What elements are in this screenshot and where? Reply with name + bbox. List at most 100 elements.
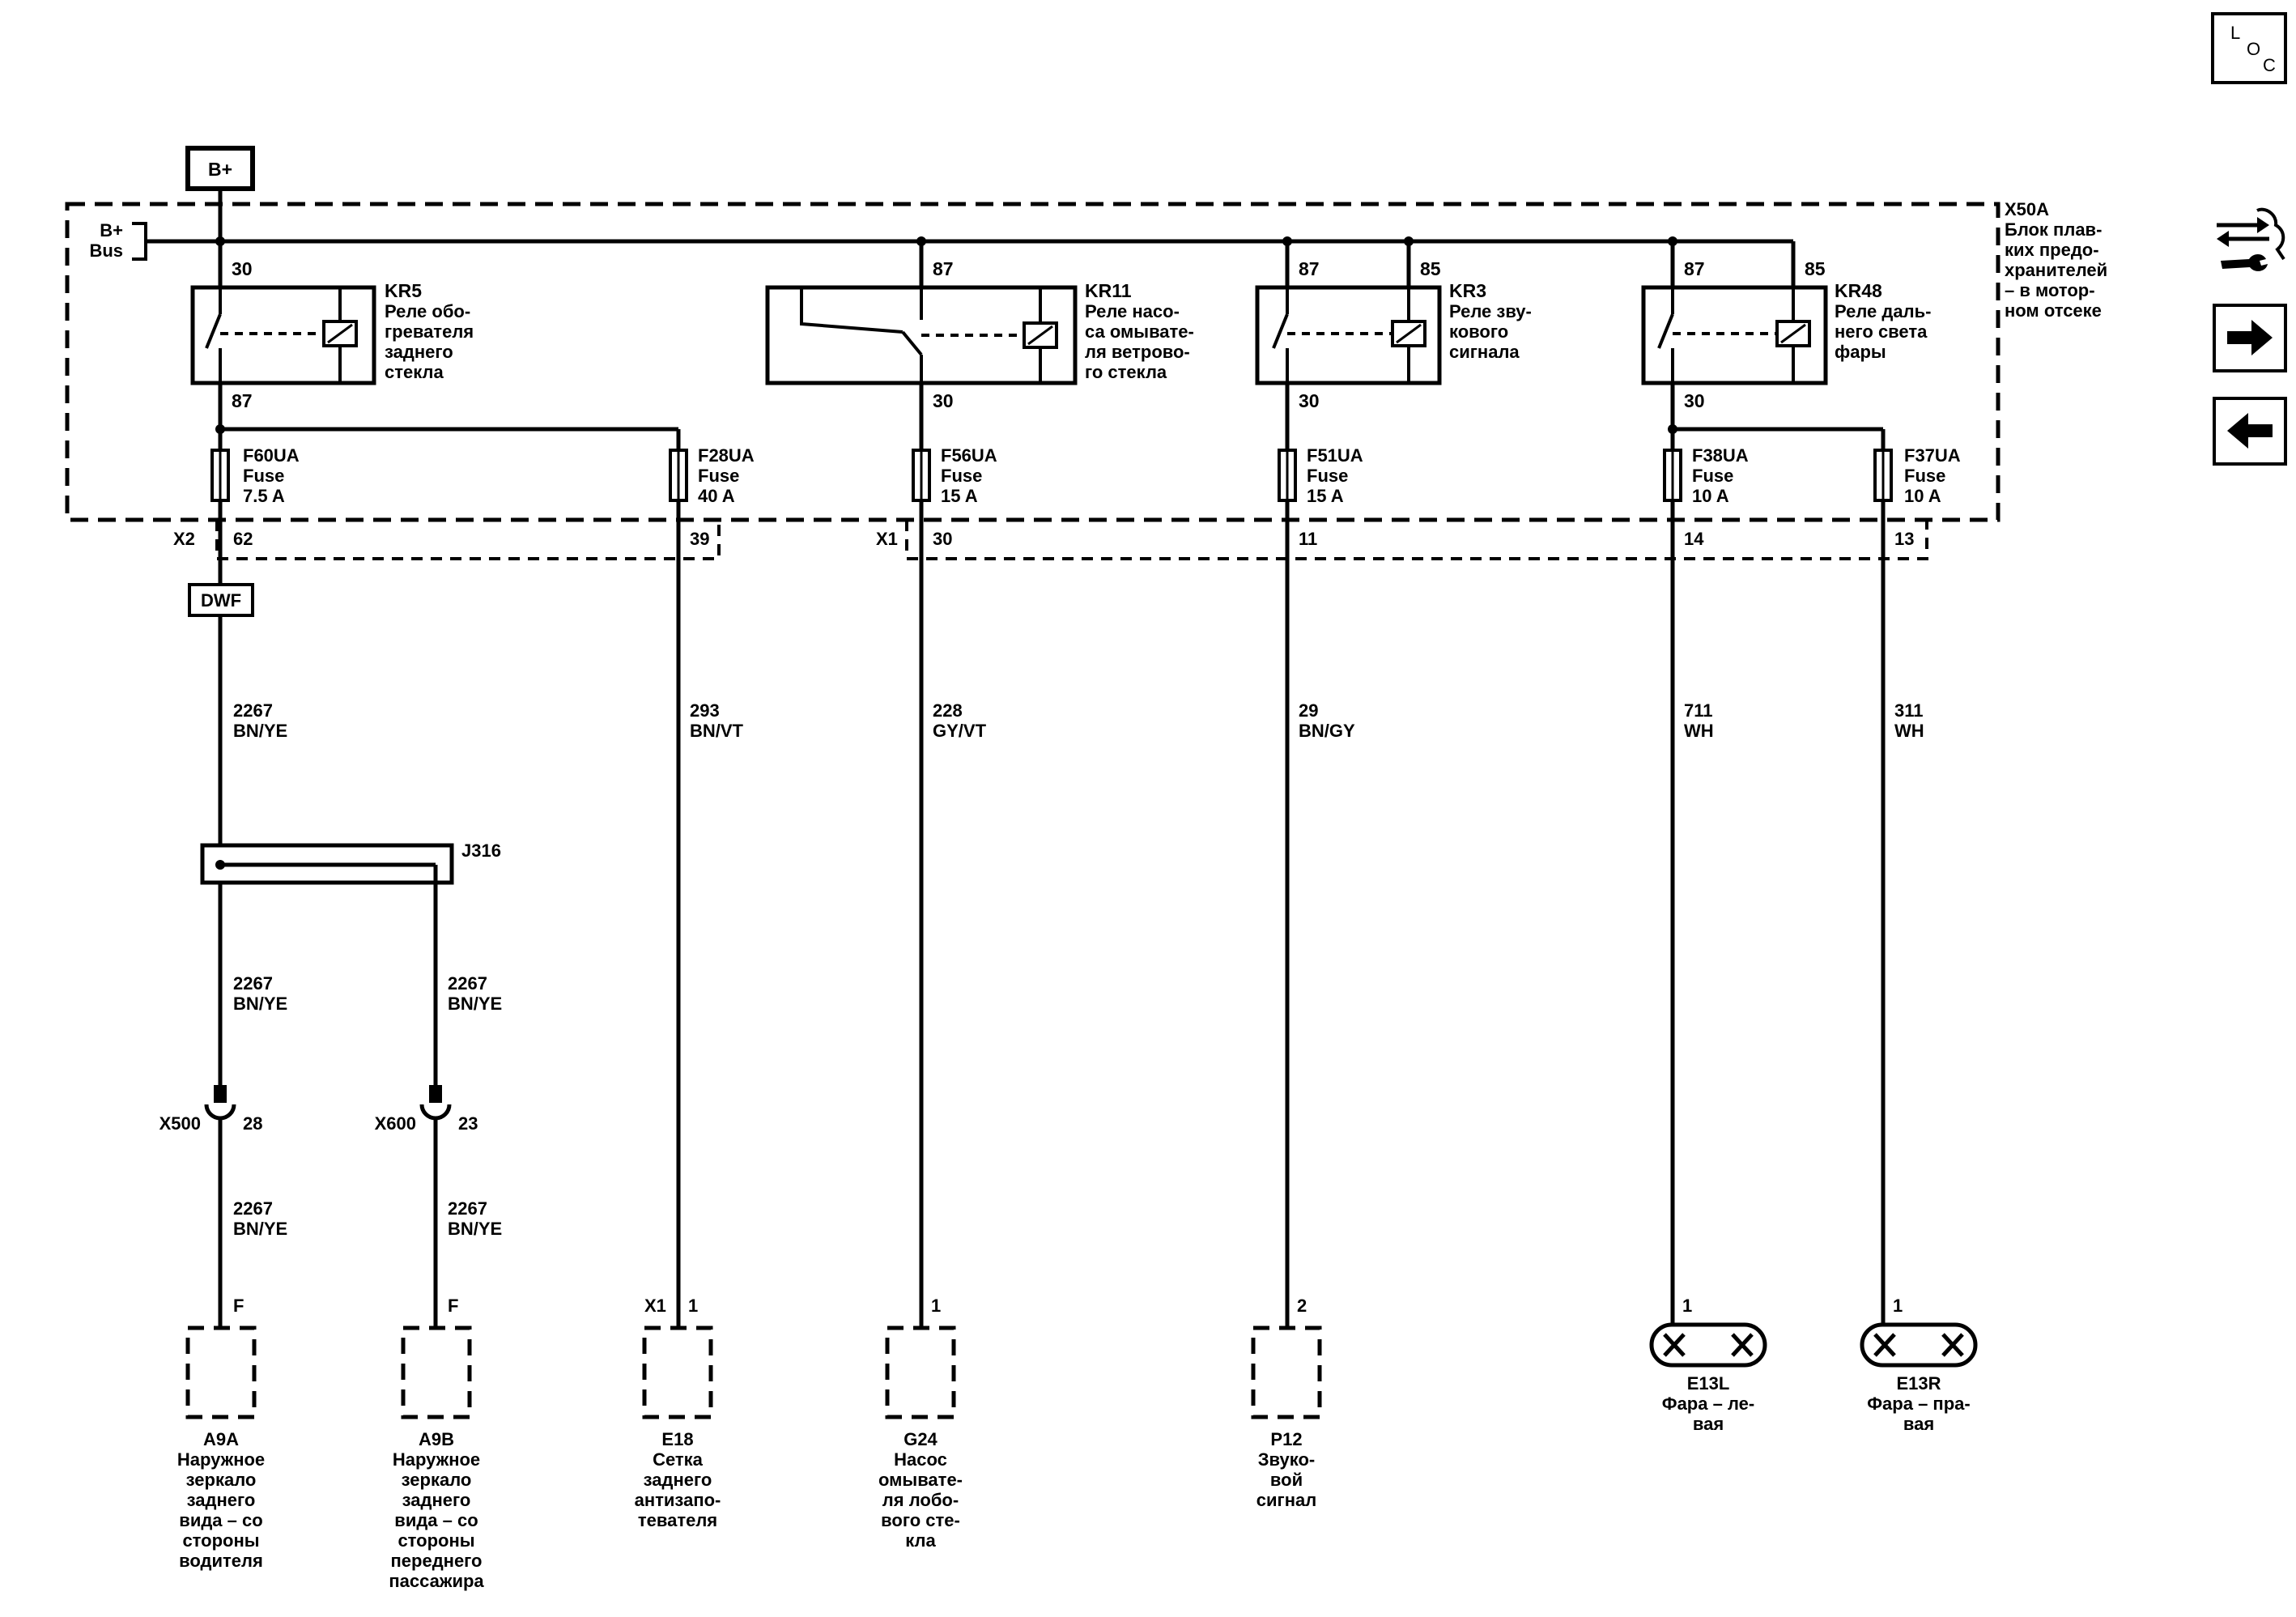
fuse-f37ua-id: F37UA bbox=[1904, 445, 1961, 466]
component-a9b bbox=[401, 1326, 472, 1419]
kr11-switch-blade bbox=[901, 330, 923, 356]
e18-pin: 1 bbox=[688, 1296, 698, 1316]
fuse-f28ua-id: F28UA bbox=[698, 445, 755, 466]
e13l-pin: 1 bbox=[1682, 1296, 1692, 1316]
relay-kr11-desc: са омывате- bbox=[1085, 321, 1194, 342]
a9b-desc: переднего bbox=[391, 1551, 483, 1571]
kr11-pin-in: 87 bbox=[933, 258, 954, 279]
relay-kr5-desc: гревателя bbox=[385, 321, 474, 342]
splice-label: J316 bbox=[461, 840, 501, 861]
connector-x1-label: X1 bbox=[876, 529, 898, 549]
wire-label-color: BN/YE bbox=[233, 1219, 287, 1239]
arrow-right-icon bbox=[2227, 320, 2273, 355]
connector-x1-outline bbox=[905, 520, 1928, 560]
a9a-id: A9A bbox=[203, 1429, 239, 1449]
e13l-desc: вая bbox=[1693, 1414, 1724, 1434]
relay-kr5-id: KR5 bbox=[385, 280, 422, 301]
kr3-pin-ctrl: 85 bbox=[1420, 258, 1441, 279]
fuse-f28ua-rating: 40 A bbox=[698, 486, 735, 506]
component-e18 bbox=[642, 1326, 713, 1419]
wire-label-color: BN/GY bbox=[1299, 721, 1355, 741]
fuse-f37ua-type: Fuse bbox=[1904, 466, 1945, 486]
connector-x2-label: X2 bbox=[173, 529, 195, 549]
a9b-id: A9B bbox=[419, 1429, 454, 1449]
wrench-arrows-icon[interactable] bbox=[2213, 202, 2290, 279]
kr3-coil-diag bbox=[1396, 323, 1422, 344]
fuse-f56ua bbox=[912, 449, 931, 502]
relay-kr5 bbox=[190, 285, 376, 385]
fuse-block-id: X50A bbox=[2005, 199, 2049, 219]
e18-conn: X1 bbox=[644, 1296, 666, 1316]
wire-label-color: BN/VT bbox=[690, 721, 744, 741]
wire-label-color: BN/YE bbox=[233, 994, 287, 1014]
a9b-desc: заднего bbox=[402, 1490, 471, 1510]
g24-id: G24 bbox=[904, 1429, 938, 1449]
fuse-f51ua-id: F51UA bbox=[1307, 445, 1363, 466]
fuse-f38ua-type: Fuse bbox=[1692, 466, 1733, 486]
e13l-id: E13L bbox=[1687, 1373, 1730, 1394]
e18-id: E18 bbox=[661, 1429, 693, 1449]
wire-label-color: WH bbox=[1894, 721, 1924, 741]
x500-label: X500 bbox=[159, 1113, 201, 1134]
kr48-pin-out: 30 bbox=[1684, 390, 1705, 411]
fuse-f60ua bbox=[210, 449, 230, 502]
relay-kr11-id: KR11 bbox=[1085, 280, 1132, 301]
fuse-f56ua-type: Fuse bbox=[941, 466, 982, 486]
battery-label: B+ bbox=[208, 159, 232, 180]
fuse-block-desc: хранителей bbox=[2005, 260, 2107, 280]
a9a-desc: водителя bbox=[179, 1551, 263, 1571]
e13l-desc: Фара – ле- bbox=[1662, 1394, 1754, 1414]
splice-junction bbox=[215, 860, 225, 870]
pin-14: 14 bbox=[1684, 529, 1704, 549]
relay-kr48 bbox=[1641, 285, 1828, 385]
fuse-f38ua bbox=[1663, 449, 1682, 502]
fuse-f51ua-rating: 15 A bbox=[1307, 486, 1344, 506]
relay-kr11-desc: ля ветрово- bbox=[1085, 342, 1190, 362]
e18-desc: Сетка bbox=[653, 1449, 704, 1470]
a9b-desc: зеркало bbox=[402, 1470, 472, 1490]
connector-x2-outline bbox=[215, 520, 721, 560]
kr48-coil-diag bbox=[1780, 323, 1806, 344]
p12-desc: вой bbox=[1270, 1470, 1303, 1490]
next-button[interactable] bbox=[2213, 304, 2287, 372]
relay-kr48-desc: фары bbox=[1835, 342, 1886, 362]
a9a-pin: F bbox=[233, 1296, 244, 1316]
g24-pin: 1 bbox=[931, 1296, 941, 1316]
p12-desc: Звуко- bbox=[1258, 1449, 1315, 1470]
fuse-f28ua bbox=[669, 449, 688, 502]
relay-kr3-desc: Реле зву- bbox=[1449, 301, 1532, 321]
svg-text:O: O bbox=[2247, 39, 2260, 59]
kr11-internal-wire bbox=[800, 287, 904, 334]
x600-label: X600 bbox=[375, 1113, 416, 1134]
e18-desc: антизапо- bbox=[635, 1490, 721, 1510]
pin-11: 11 bbox=[1299, 529, 1317, 549]
prev-button[interactable] bbox=[2213, 397, 2287, 466]
wire-label-circuit: 711 bbox=[1684, 700, 1713, 721]
a9a-desc: стороны bbox=[182, 1530, 259, 1551]
fuse-f38ua-rating: 10 A bbox=[1692, 486, 1729, 506]
wire-label-color: BN/YE bbox=[448, 1219, 502, 1239]
kr48-switch-blade bbox=[1657, 313, 1674, 349]
relay-kr11-desc: Реле насо- bbox=[1085, 301, 1180, 321]
wire-label-color: BN/YE bbox=[233, 721, 287, 741]
g24-desc: вого сте- bbox=[881, 1510, 960, 1530]
kr48-pin-in: 87 bbox=[1684, 258, 1705, 279]
a9b-desc: пассажира bbox=[389, 1571, 484, 1591]
g24-desc: ля лобо- bbox=[882, 1490, 959, 1510]
a9a-desc: вида – со bbox=[179, 1510, 262, 1530]
wire-label-circuit: 2267 bbox=[233, 700, 273, 721]
a9a-desc: Наружное bbox=[177, 1449, 265, 1470]
e18-desc: тевателя bbox=[638, 1510, 717, 1530]
dwf-box bbox=[188, 583, 254, 617]
bus-bracket bbox=[132, 222, 147, 261]
component-g24 bbox=[885, 1326, 956, 1419]
kr3-switch-blade bbox=[1272, 313, 1289, 349]
wire-label-color: WH bbox=[1684, 721, 1714, 741]
component-p12 bbox=[1251, 1326, 1322, 1419]
relay-kr5-desc: стекла bbox=[385, 362, 444, 382]
fuse-f60ua-id: F60UA bbox=[243, 445, 300, 466]
kr5-pin-in: 30 bbox=[232, 258, 253, 279]
g24-desc: омывате- bbox=[878, 1470, 963, 1490]
kr5-pin-out: 87 bbox=[232, 390, 253, 411]
loc-badge[interactable]: L O C bbox=[2211, 12, 2287, 84]
